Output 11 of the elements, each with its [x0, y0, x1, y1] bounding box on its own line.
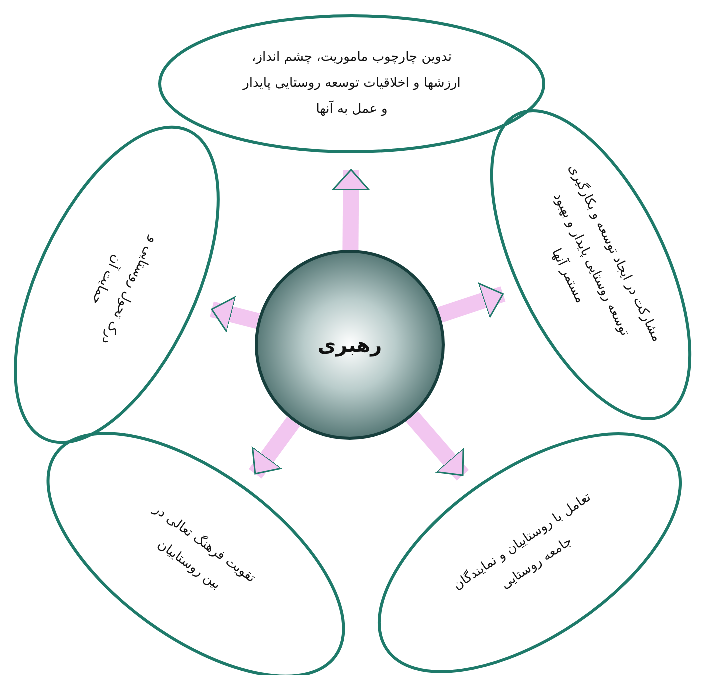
- ellipse-text: تقویت فرهنگ تعالی در بین روستاییان: [126, 494, 266, 616]
- arrow: [438, 282, 506, 323]
- arrow: [406, 412, 470, 481]
- arrow: [210, 296, 260, 333]
- sphere: رهبری: [255, 250, 445, 440]
- arrow: [248, 416, 300, 479]
- ellipse-text: درک تحول روستایی و حمایت آن: [67, 217, 167, 353]
- ellipse-text: مشارکت در ایجاد توسعه و بکارگیری توسعه روستایی پایدار و بهبود مستمر آنها: [512, 158, 670, 372]
- ellipse-text: تدوین چارچوب ماموریت، چشم انداز، ارزشها و اخلاقیات توسعه روستایی پایدار و عمل به آنها: [240, 45, 464, 123]
- ellipse-text: تعامل با روستاییان و نمایندگان جامعه روستایی: [442, 482, 618, 624]
- arrow: [332, 169, 370, 250]
